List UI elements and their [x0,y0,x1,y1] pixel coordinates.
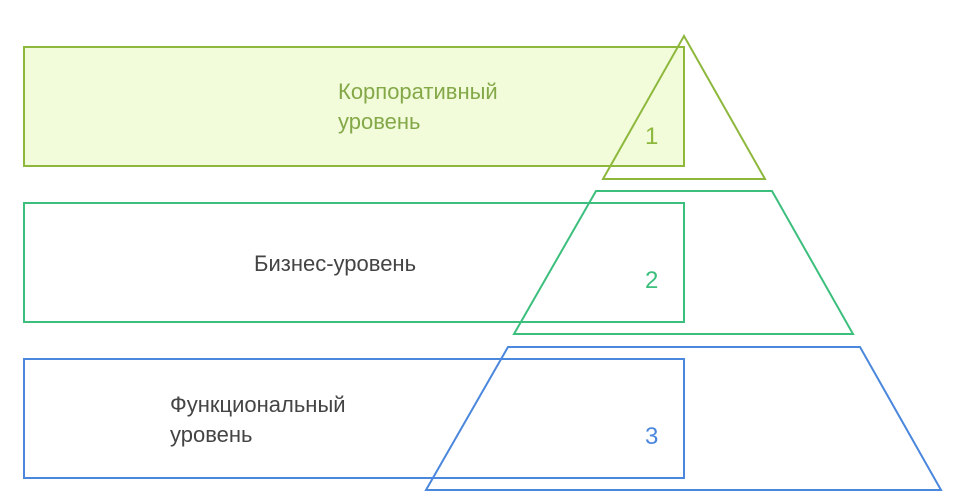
level-2-box [23,202,685,323]
level-2-number: 2 [645,267,659,294]
level-1-triangle [601,33,767,180]
level-3-number: 3 [645,423,659,450]
level-3-trapezoid [424,346,943,491]
level-1-number: 1 [645,123,659,150]
level-2-trapezoid [512,190,855,335]
level-3-box [23,358,685,479]
level-1-label: Корпоративный уровень [338,79,498,134]
level-1-box [23,46,685,167]
level-2-label: Бизнес-уровень [254,251,417,276]
level-3-label: Функциональный уровень [170,392,346,447]
